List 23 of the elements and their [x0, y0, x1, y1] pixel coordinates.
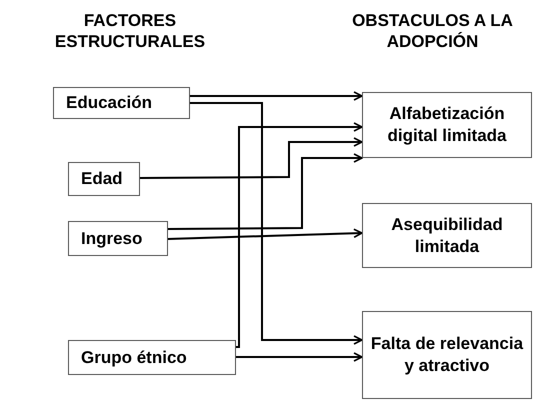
box-label: Ingreso: [81, 228, 142, 250]
arrow: [190, 102, 363, 345]
obstacle-box: [362, 203, 532, 268]
box-label: Alfabetización digital limitada: [386, 103, 508, 147]
column-heading: FACTORES ESTRUCTURALES: [54, 10, 206, 52]
arrow: [140, 137, 363, 179]
box-label: Asequibilidad limitada: [390, 214, 504, 258]
box-label: Grupo étnico: [81, 346, 187, 368]
arrow: [190, 91, 363, 101]
box-label: Falta de relevancia y atractivo: [370, 333, 524, 377]
obstacle-box: [362, 92, 532, 158]
obstacle-box: [362, 311, 532, 399]
factor-box: [68, 221, 168, 256]
arrow: [168, 228, 363, 240]
factor-box: [68, 340, 236, 375]
arrow: [236, 122, 363, 348]
box-label: Educación: [66, 92, 152, 114]
factor-box: [68, 162, 140, 196]
arrow: [168, 153, 363, 230]
column-heading: OBSTACULOS A LA ADOPCIÓN: [351, 10, 514, 52]
arrow: [236, 352, 363, 362]
box-label: Edad: [81, 168, 123, 190]
factor-box: [53, 87, 190, 119]
